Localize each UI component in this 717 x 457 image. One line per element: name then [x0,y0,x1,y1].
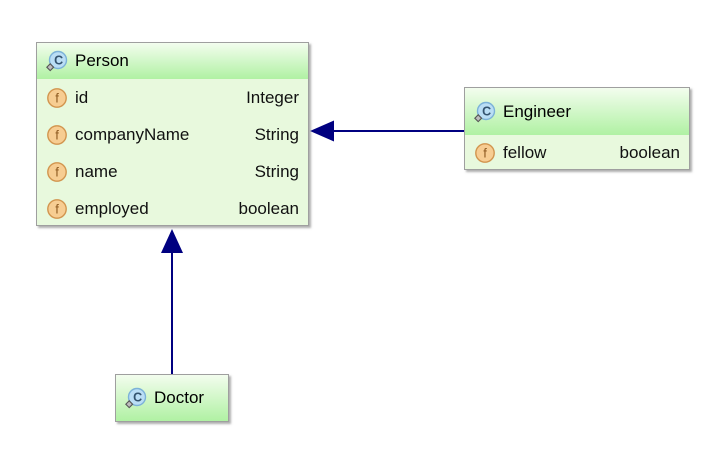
field-icon: f [474,142,496,164]
svg-text:f: f [55,127,59,142]
field-name: employed [75,198,149,218]
field-row-companyName[interactable]: f companyName String [37,116,308,153]
arrow-doctor-to-person[interactable] [161,229,183,374]
field-icon: f [46,124,68,146]
class-name: Engineer [503,101,572,121]
class-field-list: f fellow boolean [465,135,689,171]
field-row-name[interactable]: f name String [37,153,308,190]
field-name: companyName [75,124,190,144]
class-header[interactable]: C Engineer [465,88,689,135]
class-header[interactable]: C Person [37,43,308,79]
svg-text:C: C [133,390,142,404]
class-icon: C [125,387,147,409]
svg-text:C: C [54,53,63,67]
field-type: boolean [619,143,680,162]
class-name: Doctor [154,388,205,407]
field-icon: f [46,87,68,109]
field-type: boolean [238,198,299,218]
field-row-fellow[interactable]: f fellow boolean [465,135,689,171]
class-box-person[interactable]: C Person f id Integer [36,42,309,226]
class-field-list: f id Integer f companyName String [37,79,308,227]
class-icon: C [46,50,68,72]
svg-text:f: f [55,201,59,216]
field-name: name [75,161,118,181]
svg-text:C: C [482,104,491,118]
field-row-employed[interactable]: f employed boolean [37,190,308,227]
field-icon: f [46,198,68,220]
field-name: id [75,87,89,107]
field-name: fellow [503,143,547,162]
field-type: Integer [246,87,299,107]
class-name: Person [75,51,129,70]
field-row-id[interactable]: f id Integer [37,79,308,116]
svg-text:f: f [55,90,59,105]
arrow-engineer-to-person[interactable] [310,120,464,142]
svg-text:f: f [483,146,487,161]
field-type: String [254,124,299,144]
class-box-engineer[interactable]: C Engineer f fellow boolean [464,87,690,170]
class-box-doctor[interactable]: C Doctor [115,374,229,422]
svg-text:f: f [55,164,59,179]
class-header[interactable]: C Doctor [116,375,228,421]
class-icon: C [474,101,496,123]
field-icon: f [46,161,68,183]
field-type: String [254,161,299,181]
